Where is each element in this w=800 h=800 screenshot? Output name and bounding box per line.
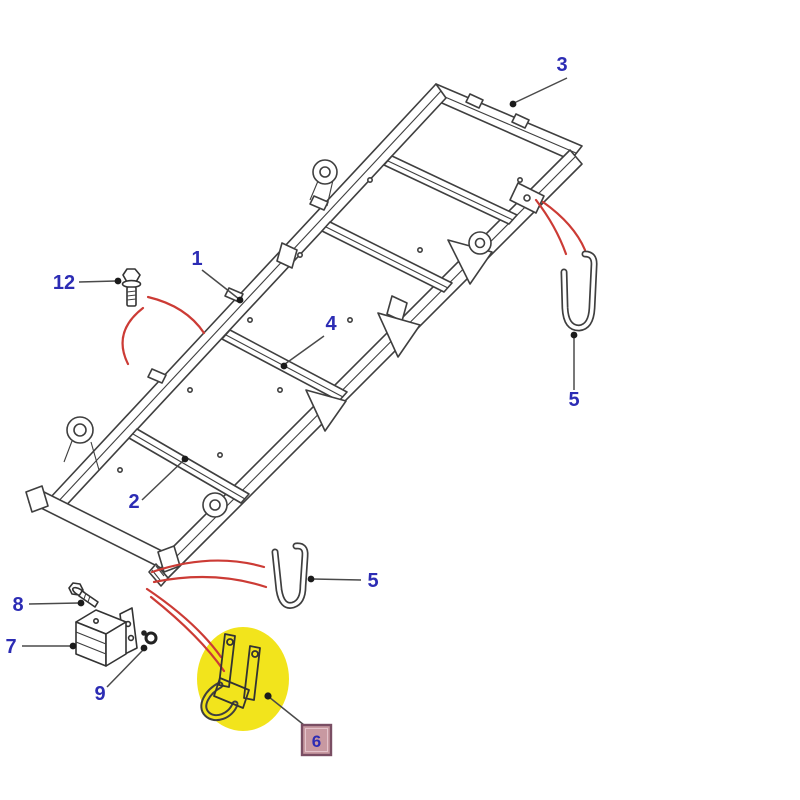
callout-6: 6 [264, 692, 333, 757]
red-curve-to-right-u-bolt [541, 200, 587, 252]
callout-4: 4 [280, 313, 337, 370]
red-curve-to-lower-u-bolt [152, 575, 268, 589]
spring-hanger [305, 389, 347, 432]
callout-2: 2 [128, 455, 189, 513]
callout-5-right: 5 [568, 331, 580, 411]
part-12-bolt [121, 268, 142, 307]
callout-12: 12 [53, 272, 122, 294]
callout-9-label: 9 [94, 683, 105, 705]
part-5-right-u-bolt [560, 250, 598, 332]
part-9-grommet [141, 630, 158, 645]
red-leader-curves [121, 198, 587, 673]
callout-1-label: 1 [191, 248, 202, 270]
callout-9: 9 [94, 644, 148, 705]
spring-hanger [377, 312, 421, 358]
callout-7-label: 7 [5, 636, 16, 658]
callouts: 1 2 3 4 5 5 7 [5, 54, 580, 757]
part-8-bolt [68, 582, 99, 608]
callout-8-label: 8 [12, 594, 23, 616]
red-curve-to-right-u-bolt [534, 198, 568, 256]
part-6-tag-box [300, 723, 333, 757]
red-curve-bolt-12 [146, 295, 206, 335]
callout-12-label: 12 [53, 272, 75, 294]
front-crossmember [28, 489, 173, 569]
callout-4-label: 4 [325, 313, 337, 335]
callout-5-lower-label: 5 [367, 570, 378, 592]
chassis-frame-drawing [25, 83, 583, 587]
part-5-lower-u-bolt [271, 542, 309, 609]
callout-8: 8 [12, 594, 85, 616]
red-curve-to-part-6 [149, 595, 226, 673]
callout-7: 7 [5, 636, 77, 658]
highlight-circle [197, 627, 289, 731]
part-6-shackle-bracket [200, 633, 261, 722]
red-curve-to-part-6 [145, 587, 223, 659]
callout-3-label: 3 [556, 54, 567, 76]
red-curve-bolt-12 [121, 306, 145, 366]
callout-2-label: 2 [128, 491, 139, 513]
callout-6-label: 6 [312, 732, 321, 751]
part-7-bracket [75, 607, 138, 667]
red-curve-to-lower-u-bolt [150, 559, 266, 574]
callout-5-right-label: 5 [568, 389, 579, 411]
callout-5-lower: 5 [307, 570, 379, 592]
callout-3: 3 [509, 54, 568, 108]
callout-1: 1 [191, 248, 244, 304]
